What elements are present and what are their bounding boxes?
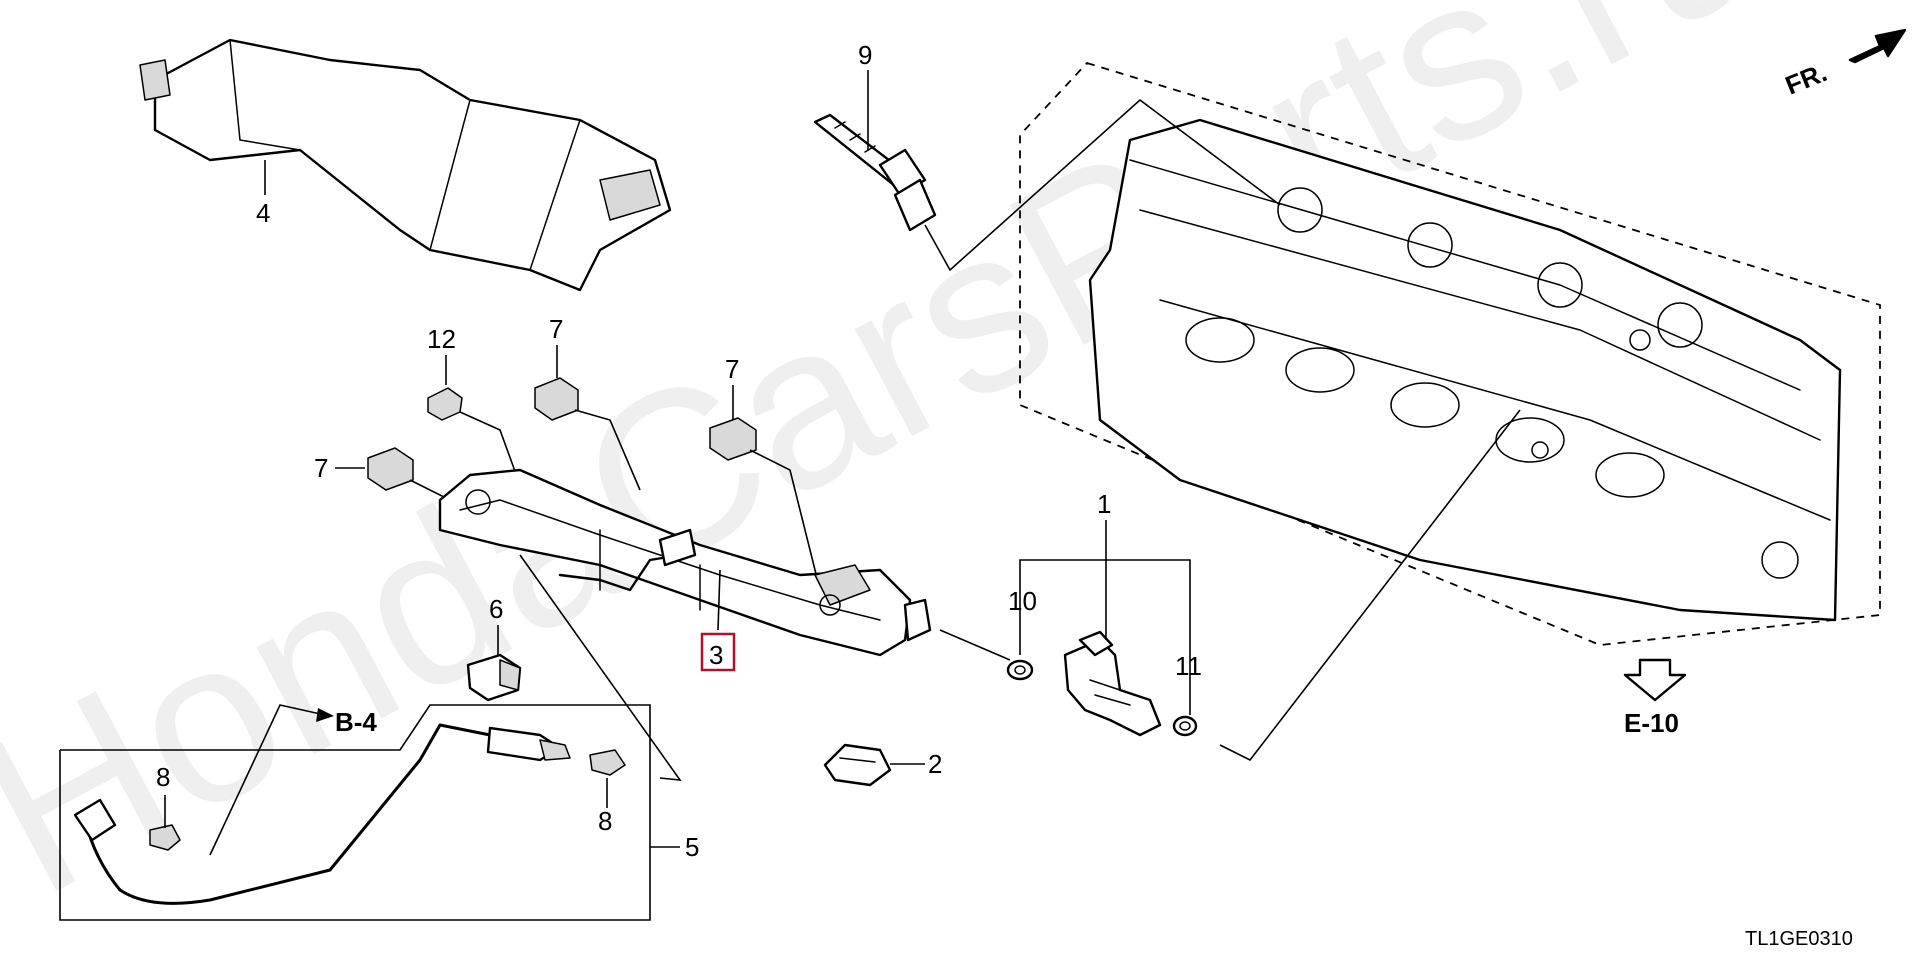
- reference-b4-group: B-4: [209, 704, 377, 856]
- part-9-spark-plug: [813, 113, 937, 232]
- reference-e10-label: E-10: [1624, 708, 1679, 738]
- part-5-fuel-pipe-group: [59, 704, 651, 921]
- part-3-fuel-rail: [438, 468, 932, 657]
- leader-rail-to-clip: [519, 554, 682, 781]
- front-direction-label: FR.: [1781, 57, 1831, 101]
- part-7-bolt-a: [534, 377, 579, 421]
- leader-bolt-7b-to-rail: [749, 449, 821, 591]
- front-arrow-icon: [1848, 28, 1907, 64]
- part-11-o-ring: [1172, 715, 1198, 737]
- cylinder-head-dashed-outline: [1019, 61, 1881, 646]
- leader-part-3: [717, 569, 721, 631]
- part-12-nut: [427, 387, 463, 421]
- callout-part-8-b: 8: [598, 806, 612, 836]
- part-8-clip-b: [589, 749, 626, 776]
- part-10-seal-ring: [1006, 659, 1034, 681]
- part-6-clip: [466, 653, 522, 702]
- callout-part-6: 6: [489, 594, 503, 624]
- b4-leader-line: [209, 704, 326, 856]
- part-8-clip-a: [149, 824, 181, 851]
- reference-b4-label: B-4: [335, 707, 377, 737]
- cylinder-head-block: [1088, 118, 1842, 622]
- part-4-cover: [139, 38, 672, 292]
- reference-e10-group: E-10: [1623, 658, 1687, 738]
- cylinder-head-group: [1019, 61, 1881, 646]
- callout-part-7-c: 7: [314, 453, 328, 483]
- leader-spark-plug-to-head: [924, 98, 1281, 272]
- callout-part-7-a: 7: [549, 314, 563, 344]
- part-7-bolt-b: [709, 417, 757, 461]
- part-1-fuel-injector: [1063, 630, 1162, 737]
- callout-part-10: 10: [1008, 586, 1037, 616]
- callout-part-1: 1: [1097, 489, 1111, 519]
- diagram-code: TL1GE0310: [1745, 928, 1853, 950]
- callout-part-11: 11: [1175, 651, 1202, 681]
- callout-part-4: 4: [256, 198, 270, 228]
- callout-part-8-a: 8: [156, 762, 170, 792]
- callout-part-12: 12: [427, 324, 456, 354]
- callout-part-5: 5: [685, 832, 699, 862]
- part-5-fuel-pipe: [83, 723, 492, 905]
- callout-part-3: 3: [709, 640, 723, 670]
- part-5-group-bracket: [59, 704, 651, 921]
- part-7-bolt-c: [367, 447, 414, 491]
- b4-arrow-icon: [316, 708, 334, 722]
- part-3-highlight-box: [700, 632, 736, 672]
- callout-part-9: 9: [858, 40, 872, 70]
- leader-bolt-12-to-rail: [459, 411, 521, 486]
- callout-part-7-b: 7: [725, 354, 739, 384]
- e10-down-arrow-icon: [1623, 658, 1687, 702]
- callout-part-2: 2: [928, 749, 942, 779]
- leader-part-1-bracket: [1019, 559, 1191, 715]
- front-direction-indicator: FR.: [1781, 28, 1907, 101]
- leader-rail-to-injector: [939, 629, 1011, 661]
- part-2-clip: [823, 743, 892, 787]
- camshaft-journal-group: [1277, 187, 1703, 348]
- leader-bolt-7a-to-rail: [574, 409, 641, 491]
- leader-injector-to-head: [1219, 409, 1521, 762]
